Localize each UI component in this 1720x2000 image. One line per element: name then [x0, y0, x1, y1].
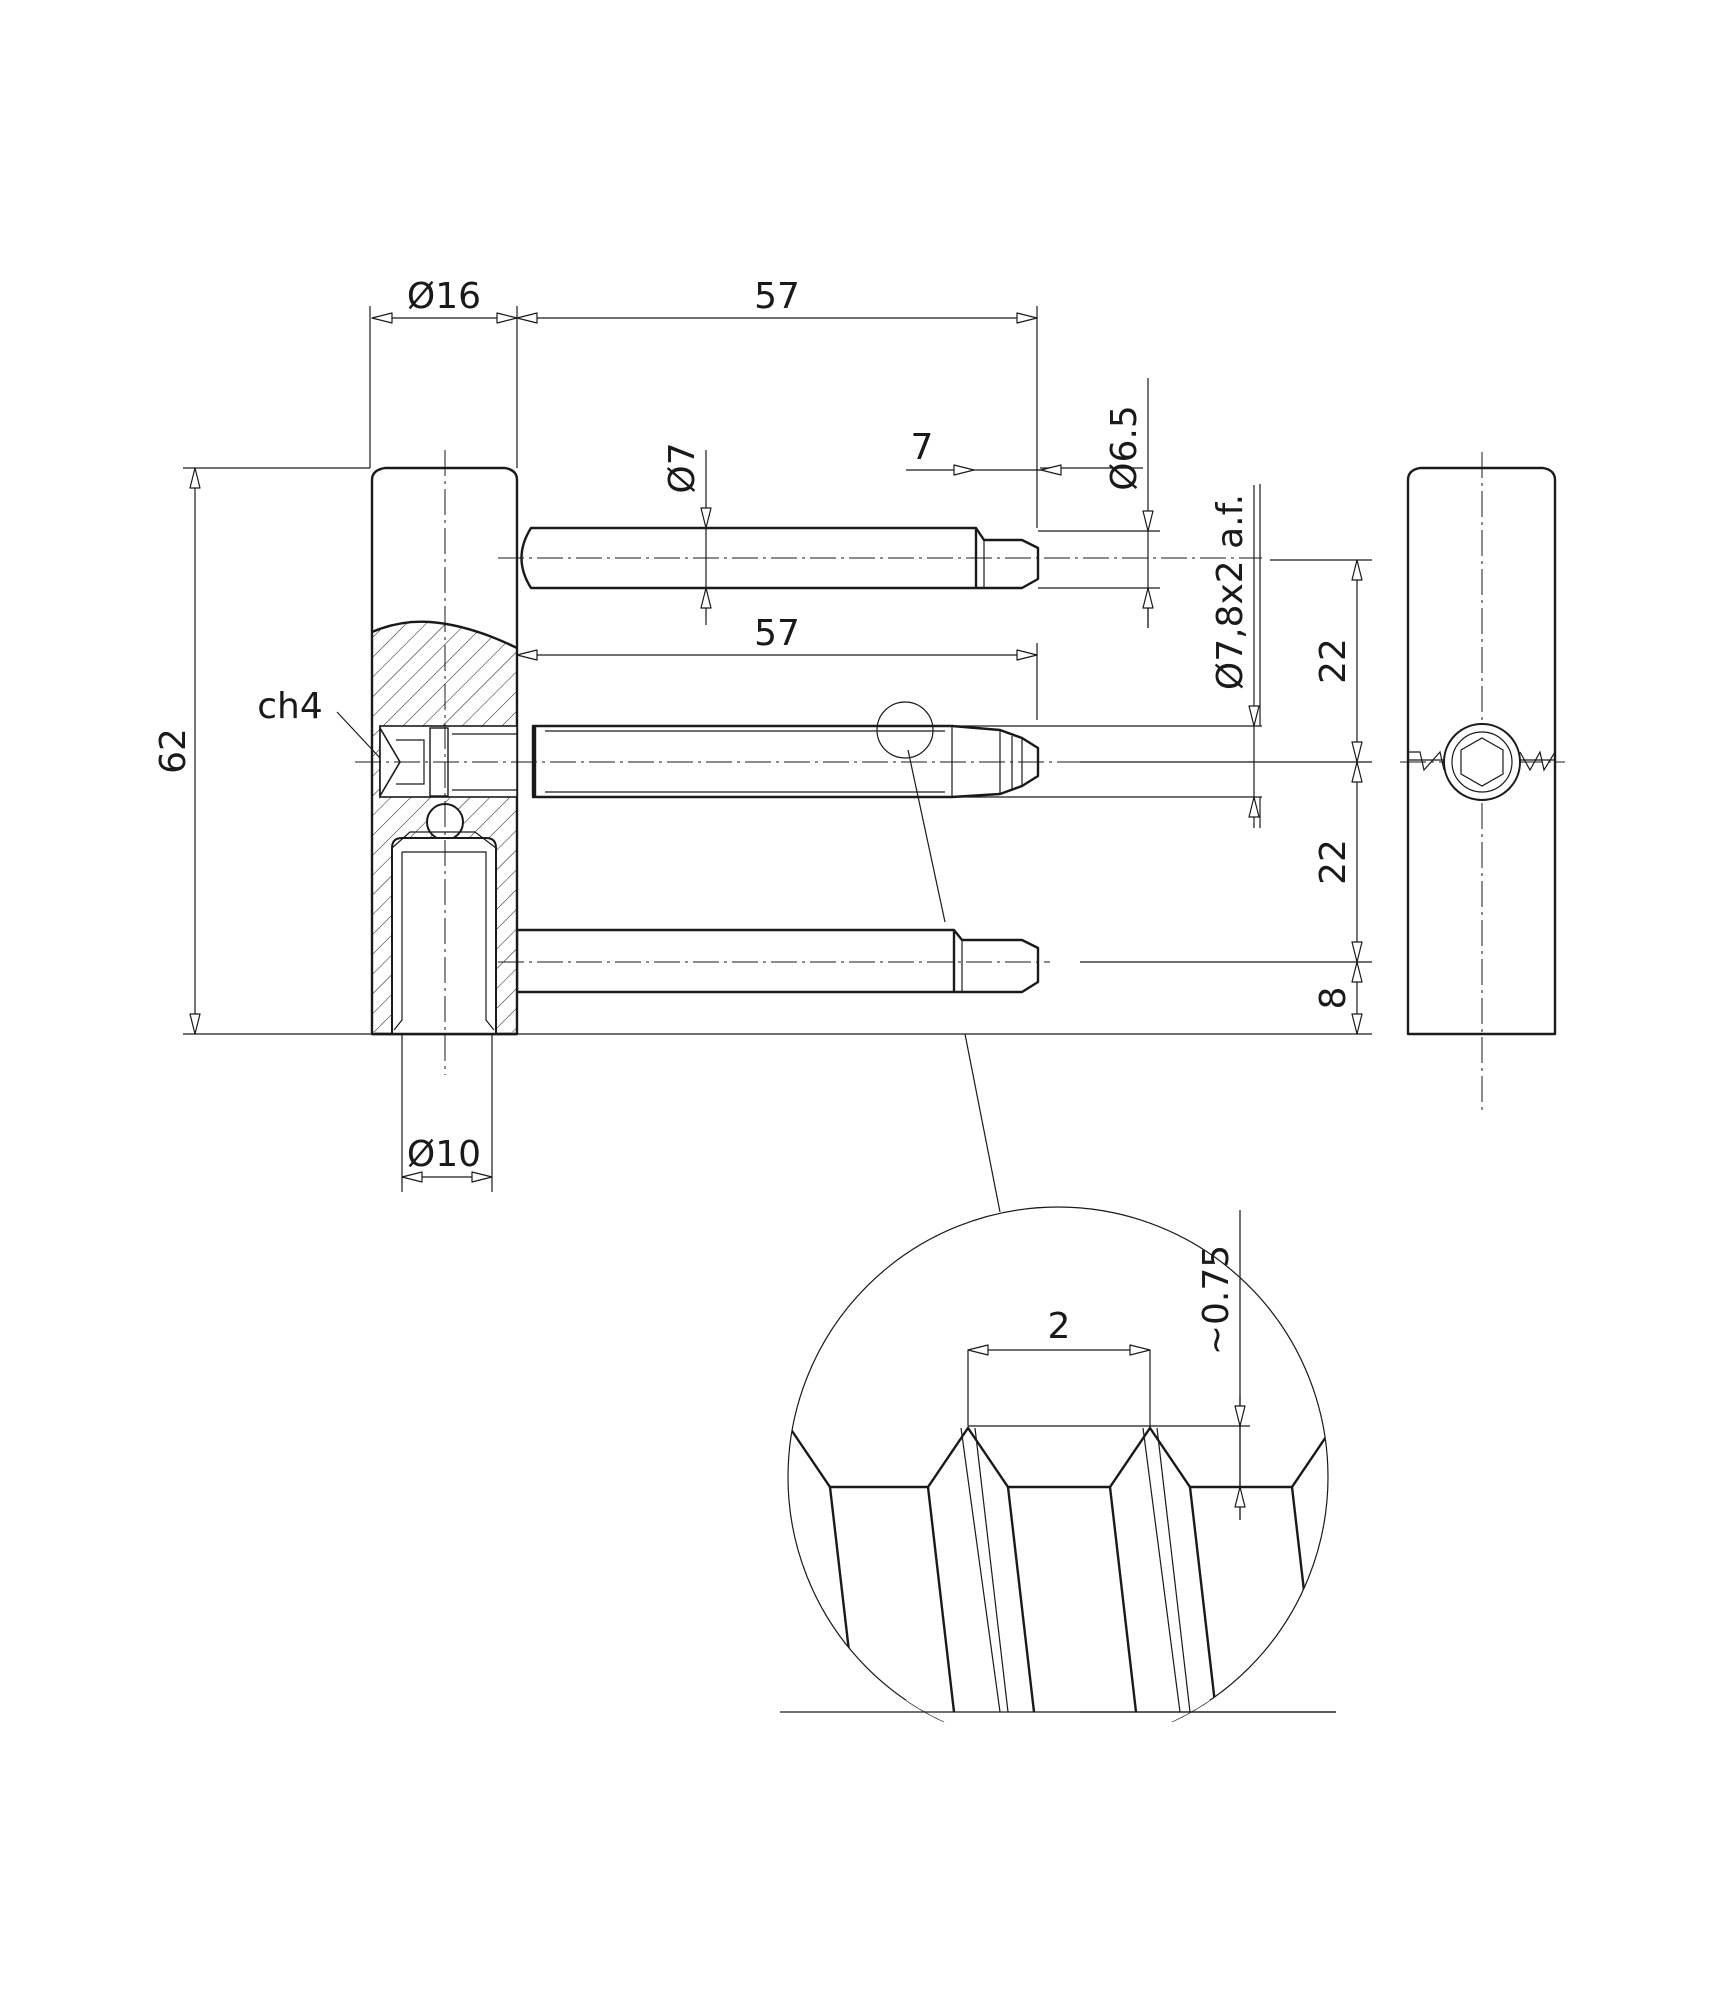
label-dia16: Ø16 [407, 276, 481, 317]
front-view [183, 306, 1372, 1213]
label-dia10: Ø10 [407, 1134, 481, 1175]
dimension-labels: Ø16 57 Ø7 7 Ø6.5 Ø7,8x2 a.f. 57 ch4 62 2… [153, 276, 1354, 1355]
label-ch4: ch4 [257, 686, 323, 727]
label-end8: 8 [1313, 987, 1354, 1010]
side-view [1400, 452, 1565, 1110]
label-pitch2: 2 [1048, 1306, 1071, 1347]
label-depth075: ~0.75 [1196, 1245, 1237, 1355]
label-len57-top: 57 [754, 276, 800, 317]
label-len57-mid: 57 [754, 613, 800, 654]
dimension-lines [189, 312, 1363, 1520]
detail-view [780, 1206, 1336, 1740]
label-gap22-top: 22 [1313, 638, 1354, 684]
label-dia6-5: Ø6.5 [1104, 405, 1145, 491]
label-step7: 7 [911, 427, 934, 468]
label-dia7: Ø7 [662, 442, 703, 493]
label-gap22-bottom: 22 [1313, 839, 1354, 885]
centerlines [355, 557, 1262, 963]
bottom-pin [515, 928, 1040, 994]
label-thread: Ø7,8x2 a.f. [1210, 494, 1251, 690]
label-h62: 62 [153, 728, 194, 774]
detail-callout [876, 701, 1001, 1213]
